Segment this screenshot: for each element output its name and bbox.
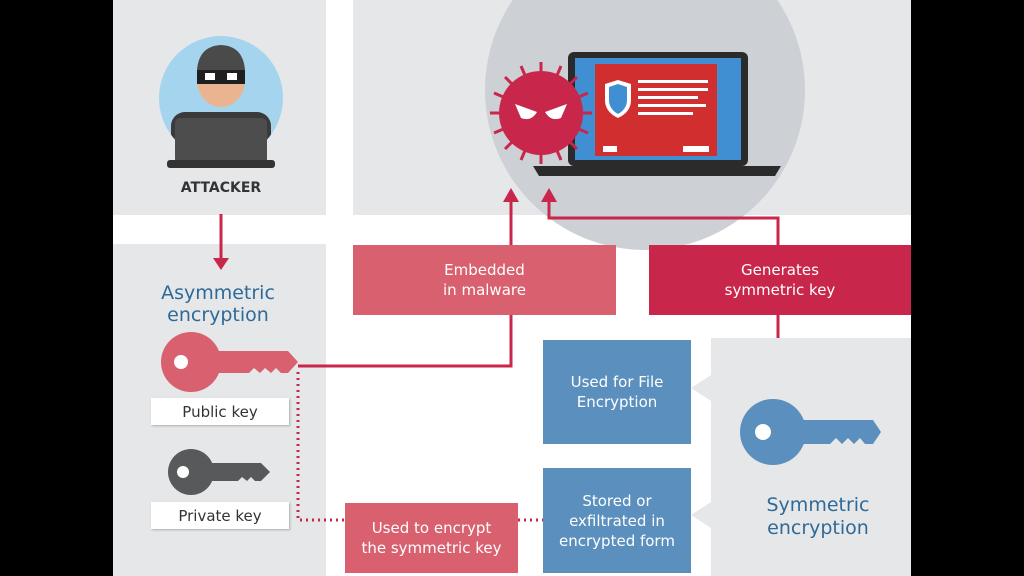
ransomware-encryption-diagram: ATTACKER Asymmetric encryption Public ke… — [113, 0, 911, 576]
symmetric-encryption-heading: Symmetric encryption — [766, 494, 870, 539]
embedded-in-malware-box: Embedded in malware — [353, 245, 616, 315]
generates-symmetric-key-box: Generates symmetric key — [649, 245, 911, 315]
file-encryption-box: Used for File Encryption — [543, 340, 691, 444]
virus-icon — [490, 62, 592, 164]
symmetric-key-icon — [740, 399, 881, 465]
encrypt-symmetric-key-box: Used to encrypt the symmetric key — [345, 503, 518, 573]
asymmetric-encryption-heading: Asymmetric encryption — [161, 282, 275, 326]
public-key-icon — [161, 332, 298, 392]
stored-exfiltrated-box: Stored or exfiltrated in encrypted form — [543, 468, 691, 573]
public-key-label: Public key — [151, 398, 289, 425]
attacker-label: ATTACKER — [180, 180, 262, 196]
private-key-icon — [168, 449, 270, 495]
private-key-label: Private key — [151, 502, 289, 529]
panel-bottom-right — [711, 338, 911, 576]
arrow-attacker-down — [213, 214, 229, 270]
masked-hacker-icon — [159, 36, 283, 168]
laptop-ransom-screen-icon — [533, 52, 781, 176]
